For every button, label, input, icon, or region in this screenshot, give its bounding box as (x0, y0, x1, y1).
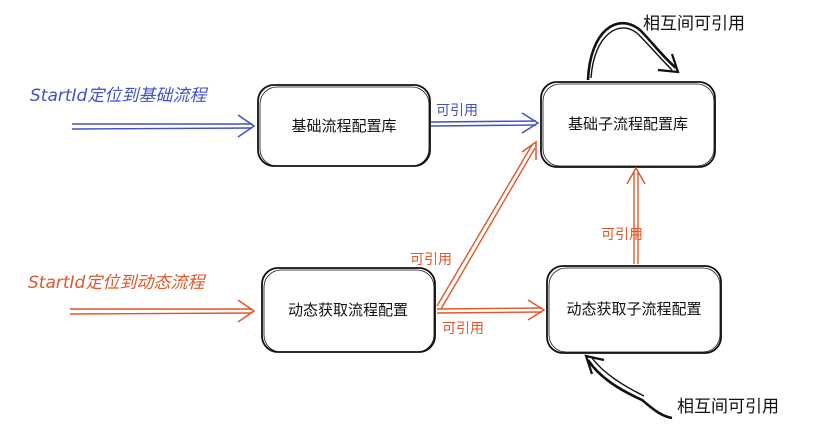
node-dynamic-config: 动态获取流程配置 (261, 267, 436, 353)
entry-label-dynamic: StartId定位到动态流程 (28, 273, 206, 293)
node-dynamic-sub-config: 动态获取子流程配置 (546, 265, 722, 354)
entry-arrow-basic (71, 114, 256, 138)
entry-arrow-dynamic (69, 299, 256, 323)
self-loop-bottom-label: 相互间可引用 (677, 397, 779, 417)
node-dynamic-config-label: 动态获取流程配置 (288, 301, 408, 319)
edge-basic-to-sub (430, 112, 540, 134)
self-loop-top-label: 相互间可引用 (643, 14, 745, 34)
self-loop-bottom (584, 354, 673, 420)
node-dynamic-sub-config-label: 动态获取子流程配置 (566, 300, 701, 318)
entry-label-basic: StartId定位到基础流程 (30, 86, 208, 106)
edge-basic-to-sub-label: 可引用 (436, 103, 478, 119)
edge-dynamic-sub-to-basic-sub (626, 166, 646, 264)
node-basic-sub-lib-label: 基础子流程配置库 (568, 115, 688, 133)
node-basic-sub-lib: 基础子流程配置库 (540, 81, 716, 168)
edge-dynamic-sub-to-basic-sub-label: 可引用 (601, 227, 643, 243)
edge-dynamic-to-dynamic-sub-label: 可引用 (442, 321, 484, 337)
edge-dynamic-to-dynamic-sub (436, 299, 546, 321)
edge-dynamic-to-basic-sub-label: 可引用 (410, 252, 452, 268)
node-basic-lib: 基础流程配置库 (257, 84, 431, 167)
node-basic-lib-label: 基础流程配置库 (291, 117, 396, 135)
edge-dynamic-to-basic-sub (436, 140, 537, 310)
self-loop-top (586, 21, 680, 81)
